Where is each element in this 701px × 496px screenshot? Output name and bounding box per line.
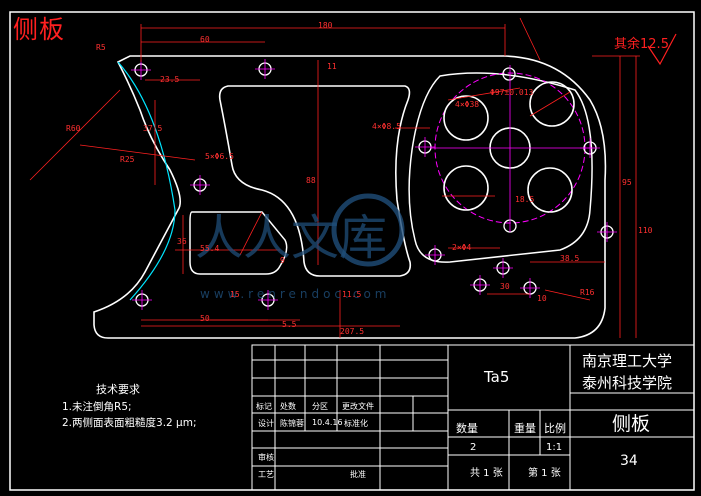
roughness-label: 其余: [614, 37, 641, 52]
roughness-value: 12.5: [640, 37, 669, 52]
dimension-label: R5: [96, 43, 106, 52]
tb-label-approve: 批准: [350, 470, 366, 479]
tech-requirement-item: 2.两侧面表面粗糙度3.2 μm;: [62, 417, 197, 429]
tb-sheet-of: 第 1 张: [528, 468, 561, 479]
title-block-grid: [251, 344, 695, 491]
dimension-label: R16: [580, 288, 595, 297]
tb-label-review: 审核: [258, 453, 274, 462]
dimension-label: 95: [622, 178, 632, 187]
hole: [527, 167, 573, 213]
dimension-label: 5×Φ6.5: [205, 152, 234, 161]
dimension-label: 10: [537, 294, 547, 303]
inner-window: [218, 85, 412, 277]
tb-designer: 陈锦蓉: [280, 419, 304, 428]
right-opening: [408, 72, 593, 263]
school-line-2: 泰州科技学院: [582, 374, 673, 392]
watermark-logo: [331, 193, 405, 267]
watermark-text: 人人文库: [195, 210, 388, 266]
tb-label-process: 工艺: [258, 470, 274, 479]
roughness-note: 其余12.5: [614, 33, 669, 52]
dimension-label: R60: [66, 124, 81, 133]
tech-requirement-item: 1.未注倒角R5;: [62, 401, 132, 413]
tb-label-zone: 分区: [312, 402, 328, 411]
dimension-label: 2×Φ4: [452, 243, 472, 252]
part-name: 侧板: [612, 413, 651, 435]
dimension-label: 11.5: [342, 290, 362, 299]
tb-qty-value: 2: [470, 442, 477, 453]
dimension-label: 15: [230, 290, 240, 299]
dimension-label: 9: [280, 256, 285, 265]
dimension-lines: [29, 17, 640, 338]
dimension-label: 4×Φ8.5: [372, 122, 401, 131]
tb-scale-value: 1:1: [546, 442, 563, 453]
drawing-title: 侧板: [13, 15, 66, 44]
tech-requirements-title: 技术要求: [96, 383, 140, 396]
dimension-label: 37.5: [143, 124, 163, 133]
tb-label-mark: 标记: [256, 402, 272, 411]
dimension-label: Φ97±0.013: [490, 88, 534, 97]
tb-label-weight: 重量: [514, 422, 536, 435]
watermark-url: www.renrendoc.com: [200, 287, 391, 301]
dimension-label: 11: [327, 62, 337, 71]
sheet-number: 34: [620, 453, 638, 469]
lower-pocket: [189, 211, 288, 275]
tb-label-change-doc: 更改文件: [342, 402, 374, 411]
dimension-label: 23.5: [160, 75, 180, 84]
roughness-symbol: [647, 33, 677, 66]
tb-label-design: 设计: [258, 419, 274, 428]
left-arc: [117, 61, 176, 301]
tb-label-count: 处数: [280, 402, 296, 411]
school-line-1: 南京理工大学: [582, 352, 673, 370]
small-holes: [134, 62, 614, 307]
dimension-label: R25: [120, 155, 135, 164]
centerlines: [131, 59, 617, 310]
dimension-label: 38.5: [560, 254, 580, 263]
dimension-label: 55.4: [200, 244, 220, 253]
material: Ta5: [484, 368, 510, 386]
dimension-label: 110: [638, 226, 653, 235]
tb-label-scale: 比例: [544, 422, 566, 435]
dimension-label: 207.5: [340, 327, 365, 336]
dimension-label: 180: [318, 21, 333, 30]
hole: [443, 165, 489, 211]
tb-label-standardize: 标准化: [344, 419, 368, 428]
part-outline: [93, 55, 607, 339]
hole: [529, 81, 575, 127]
dimension-label: 60: [200, 35, 210, 44]
dimension-label: 50: [200, 314, 210, 323]
dimension-label: 30: [500, 282, 510, 291]
dimension-label: 88: [306, 176, 316, 185]
hole: [443, 95, 489, 141]
dimension-label: 18.5: [515, 195, 535, 204]
tb-label-qty: 数量: [456, 422, 478, 435]
dimension-label: 4×Φ38: [455, 100, 480, 109]
tb-date: 10.4.16: [312, 418, 343, 427]
tb-total-sheets: 共 1 张: [470, 468, 503, 479]
dimension-label: 5.5: [282, 320, 297, 329]
dimension-label: 36: [177, 237, 187, 246]
